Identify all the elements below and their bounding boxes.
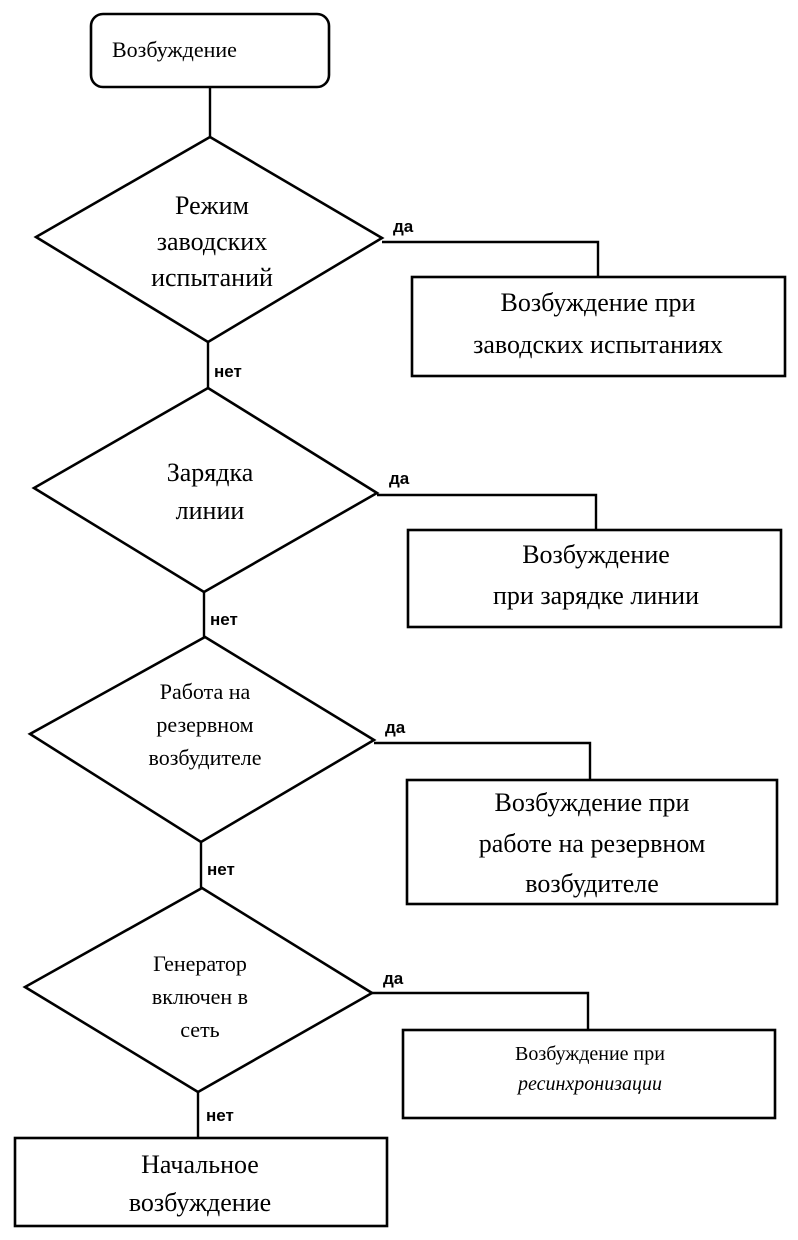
decision-3-yes-label: да [385,718,406,737]
connector-d4-yes [372,991,590,1030]
connector-d3-yes [374,741,592,780]
process-4-line-2: ресинхронизации [516,1073,662,1095]
decision-4-line-1: Генератор [153,951,247,976]
connector-d1-yes [382,240,600,276]
decision-3-line-1: Работа на [160,679,251,704]
decision-line-charging [31,386,380,594]
decision-4-line-3: сеть [180,1017,219,1042]
process-3-line-2: работе на резервном [479,829,706,858]
decision-4-line-2: включен в [152,984,248,1009]
decision-backup-exciter [27,635,377,844]
decision-3-line-2: резервном [156,712,253,737]
process-backup-exciter-excitation [405,778,779,906]
decision-4-no-label: нет [206,1106,234,1125]
process-line-charging-excitation [406,528,783,629]
connector-d2-yes [377,493,598,530]
end-node-line-1: Начальное [141,1150,259,1179]
process-1-line-2: заводских испытаниях [473,330,723,359]
process-factory-test-excitation [410,275,787,378]
decision-3-no-label: нет [207,860,235,879]
decision-1-no-label: нет [214,362,242,381]
process-4-line-1: Возбуждение при [515,1043,665,1065]
process-3-line-3: возбудителе [525,869,659,898]
process-2-line-1: Возбуждение [522,540,670,569]
decision-1-line-2: заводских [157,227,267,256]
end-node-line-2: возбуждение [129,1188,271,1217]
end-node-initial-excitation [13,1136,389,1228]
decision-3-line-3: возбудителе [149,745,262,770]
decision-2-line-2: линии [176,496,245,525]
process-3-line-1: Возбуждение при [495,788,690,817]
process-2-line-2: при зарядке линии [493,581,699,610]
decision-2-line-1: Зарядка [167,458,254,487]
decision-1-line-1: Режим [175,191,249,220]
process-resynchronization-excitation [401,1028,777,1120]
decision-1-line-3: испытаний [151,263,273,292]
process-1-line-1: Возбуждение при [501,288,696,317]
decision-2-yes-label: да [389,469,410,488]
decision-1-yes-label: да [393,217,414,236]
start-node-label: Возбуждение [112,37,237,62]
decision-4-yes-label: да [383,969,404,988]
decision-2-no-label: нет [210,610,238,629]
